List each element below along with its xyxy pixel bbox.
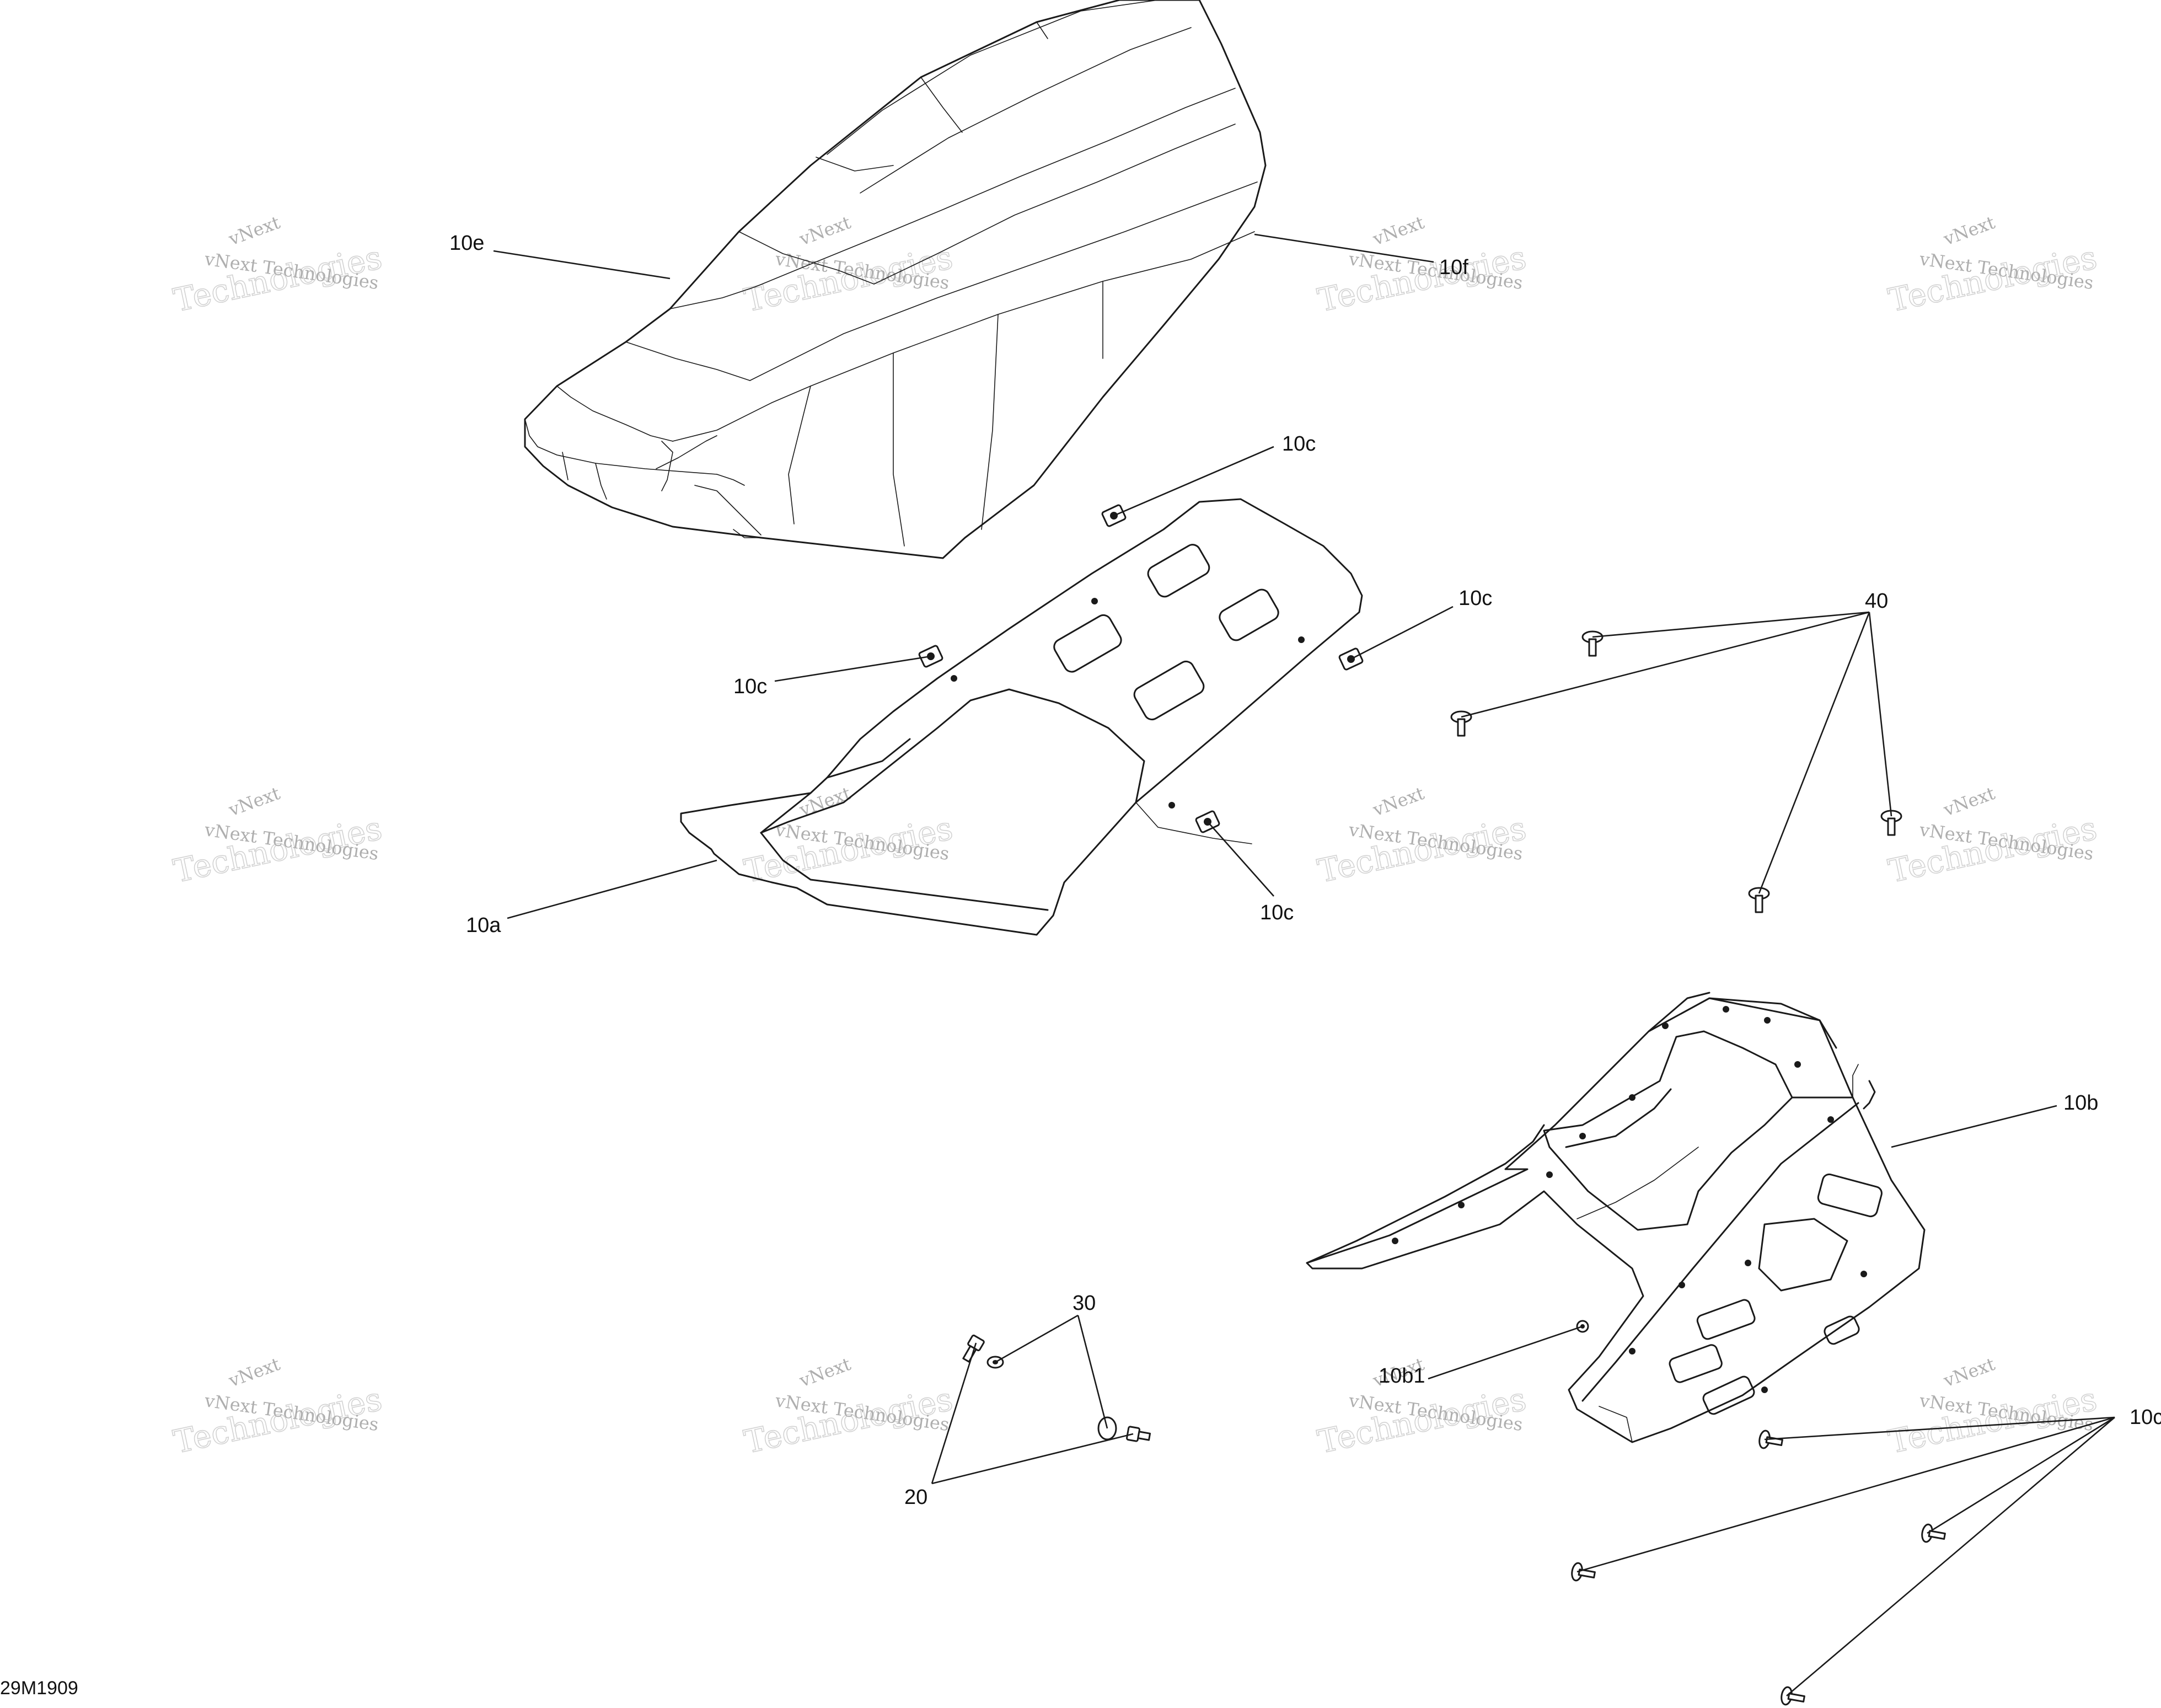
screw-40-a[interactable] [1581,630,1604,657]
watermark-tile: vNext vNext Technologies Technologies [170,212,385,320]
leader-30-a [995,1314,1079,1363]
watermark-tile: vNext vNext Technologies Technologies [170,783,385,891]
seat-frame[interactable] [1306,992,1926,1443]
callout-10a: 10a [466,914,501,937]
watermark-brand: vNext [1940,783,1998,821]
rivet-10c-d[interactable] [1780,1686,1805,1708]
leader-10b1 [1428,1325,1583,1380]
bolt-20-top[interactable] [961,1334,985,1363]
leader-10c-rivet-d [1786,1417,2115,1696]
watermark-brand: vNext [226,783,283,821]
rivet-10c-c[interactable] [1570,1562,1596,1584]
callout-10f: 10f [1439,256,1468,279]
callout-10c-left: 10c [733,675,767,698]
leader-10c-rivet-c [1576,1416,2115,1573]
watermark-large: Technologies [1315,1380,1530,1460]
watermark-large: Technologies [1885,809,2100,890]
watermark-large: Technologies [170,1380,385,1460]
callout-10c-rivets: 10c [2130,1406,2161,1429]
watermark-large: Technologies [741,238,956,319]
rivet-10c-a[interactable] [1758,1429,1783,1452]
callout-40: 40 [1865,590,1888,613]
rivet-10c-b[interactable] [1921,1523,1946,1545]
watermark-tile: vNext vNext Technologies Technologies [1314,783,1530,891]
leader-10c-rivet-a [1764,1416,2115,1441]
leader-10c-bottom [1207,821,1274,897]
watermark-large: Technologies [170,238,385,319]
leader-40-c [1868,612,1892,817]
callout-10c-top: 10c [1282,432,1316,456]
leader-40-a [1592,611,1870,638]
callout-10c-right: 10c [1458,587,1492,610]
leader-20-a [931,1342,977,1484]
watermark-tile: vNext vNext Technologies Technologies [1885,212,2100,320]
leader-40-b [1461,611,1870,718]
watermark-tile: vNext vNext Technologies Technologies [1885,1353,2100,1461]
watermark-brand: vNext [1370,783,1427,821]
leader-10c-top [1113,446,1274,517]
watermark-brand: vNext [1940,1353,1998,1391]
callout-labels: 10e 10f 10c 10c 10c 10c 10a 40 10b 10b1 … [449,232,2161,1509]
watermark-brand: vNext [226,212,283,250]
callout-10b1: 10b1 [1379,1364,1425,1388]
watermark-large: Technologies [1315,809,1530,890]
watermark-brand: vNext [1940,212,1998,250]
drawing-number: 29M1909 [0,1678,78,1699]
leader-30-b [1077,1315,1108,1429]
seat-base-pan[interactable] [680,498,1363,936]
leader-10c-right [1350,606,1454,660]
watermark-large: Technologies [1885,238,2100,319]
leader-10c-rivet-b [1927,1416,2115,1534]
callout-10c-bottom: 10c [1260,901,1294,924]
watermark-large: Technologies [741,809,956,890]
callout-10e: 10e [449,232,484,255]
watermark-large: Technologies [1315,238,1530,319]
leader-20-b [931,1433,1134,1485]
leader-40-d [1758,612,1870,894]
leader-10c-left [774,655,931,682]
leader-10e [493,250,671,280]
leader-lines [493,233,2115,1696]
callout-30: 30 [1073,1292,1096,1315]
watermark-tile: vNext vNext Technologies Technologies [741,1353,956,1461]
leader-10f [1254,233,1434,263]
callout-20: 20 [904,1486,927,1509]
seat-cushion[interactable] [524,0,1267,559]
leader-10b [1891,1105,2057,1148]
watermark-large: Technologies [741,1380,956,1460]
watermark-tile: vNext vNext Technologies Technologies [170,1353,385,1461]
watermark-layer: vNext vNext Technologies Technologies vN… [170,212,2100,1461]
watermark-brand: vNext [796,212,854,250]
watermark-large: Technologies [170,809,385,890]
watermark-tile: vNext vNext Technologies Technologies [1314,212,1530,320]
watermark-brand: vNext [796,1353,854,1391]
watermark-brand: vNext [226,1353,283,1391]
leader-10a [507,859,717,919]
watermark-tile: vNext vNext Technologies Technologies [1885,783,2100,891]
callout-10b: 10b [2063,1091,2098,1115]
watermark-brand: vNext [1370,212,1427,250]
